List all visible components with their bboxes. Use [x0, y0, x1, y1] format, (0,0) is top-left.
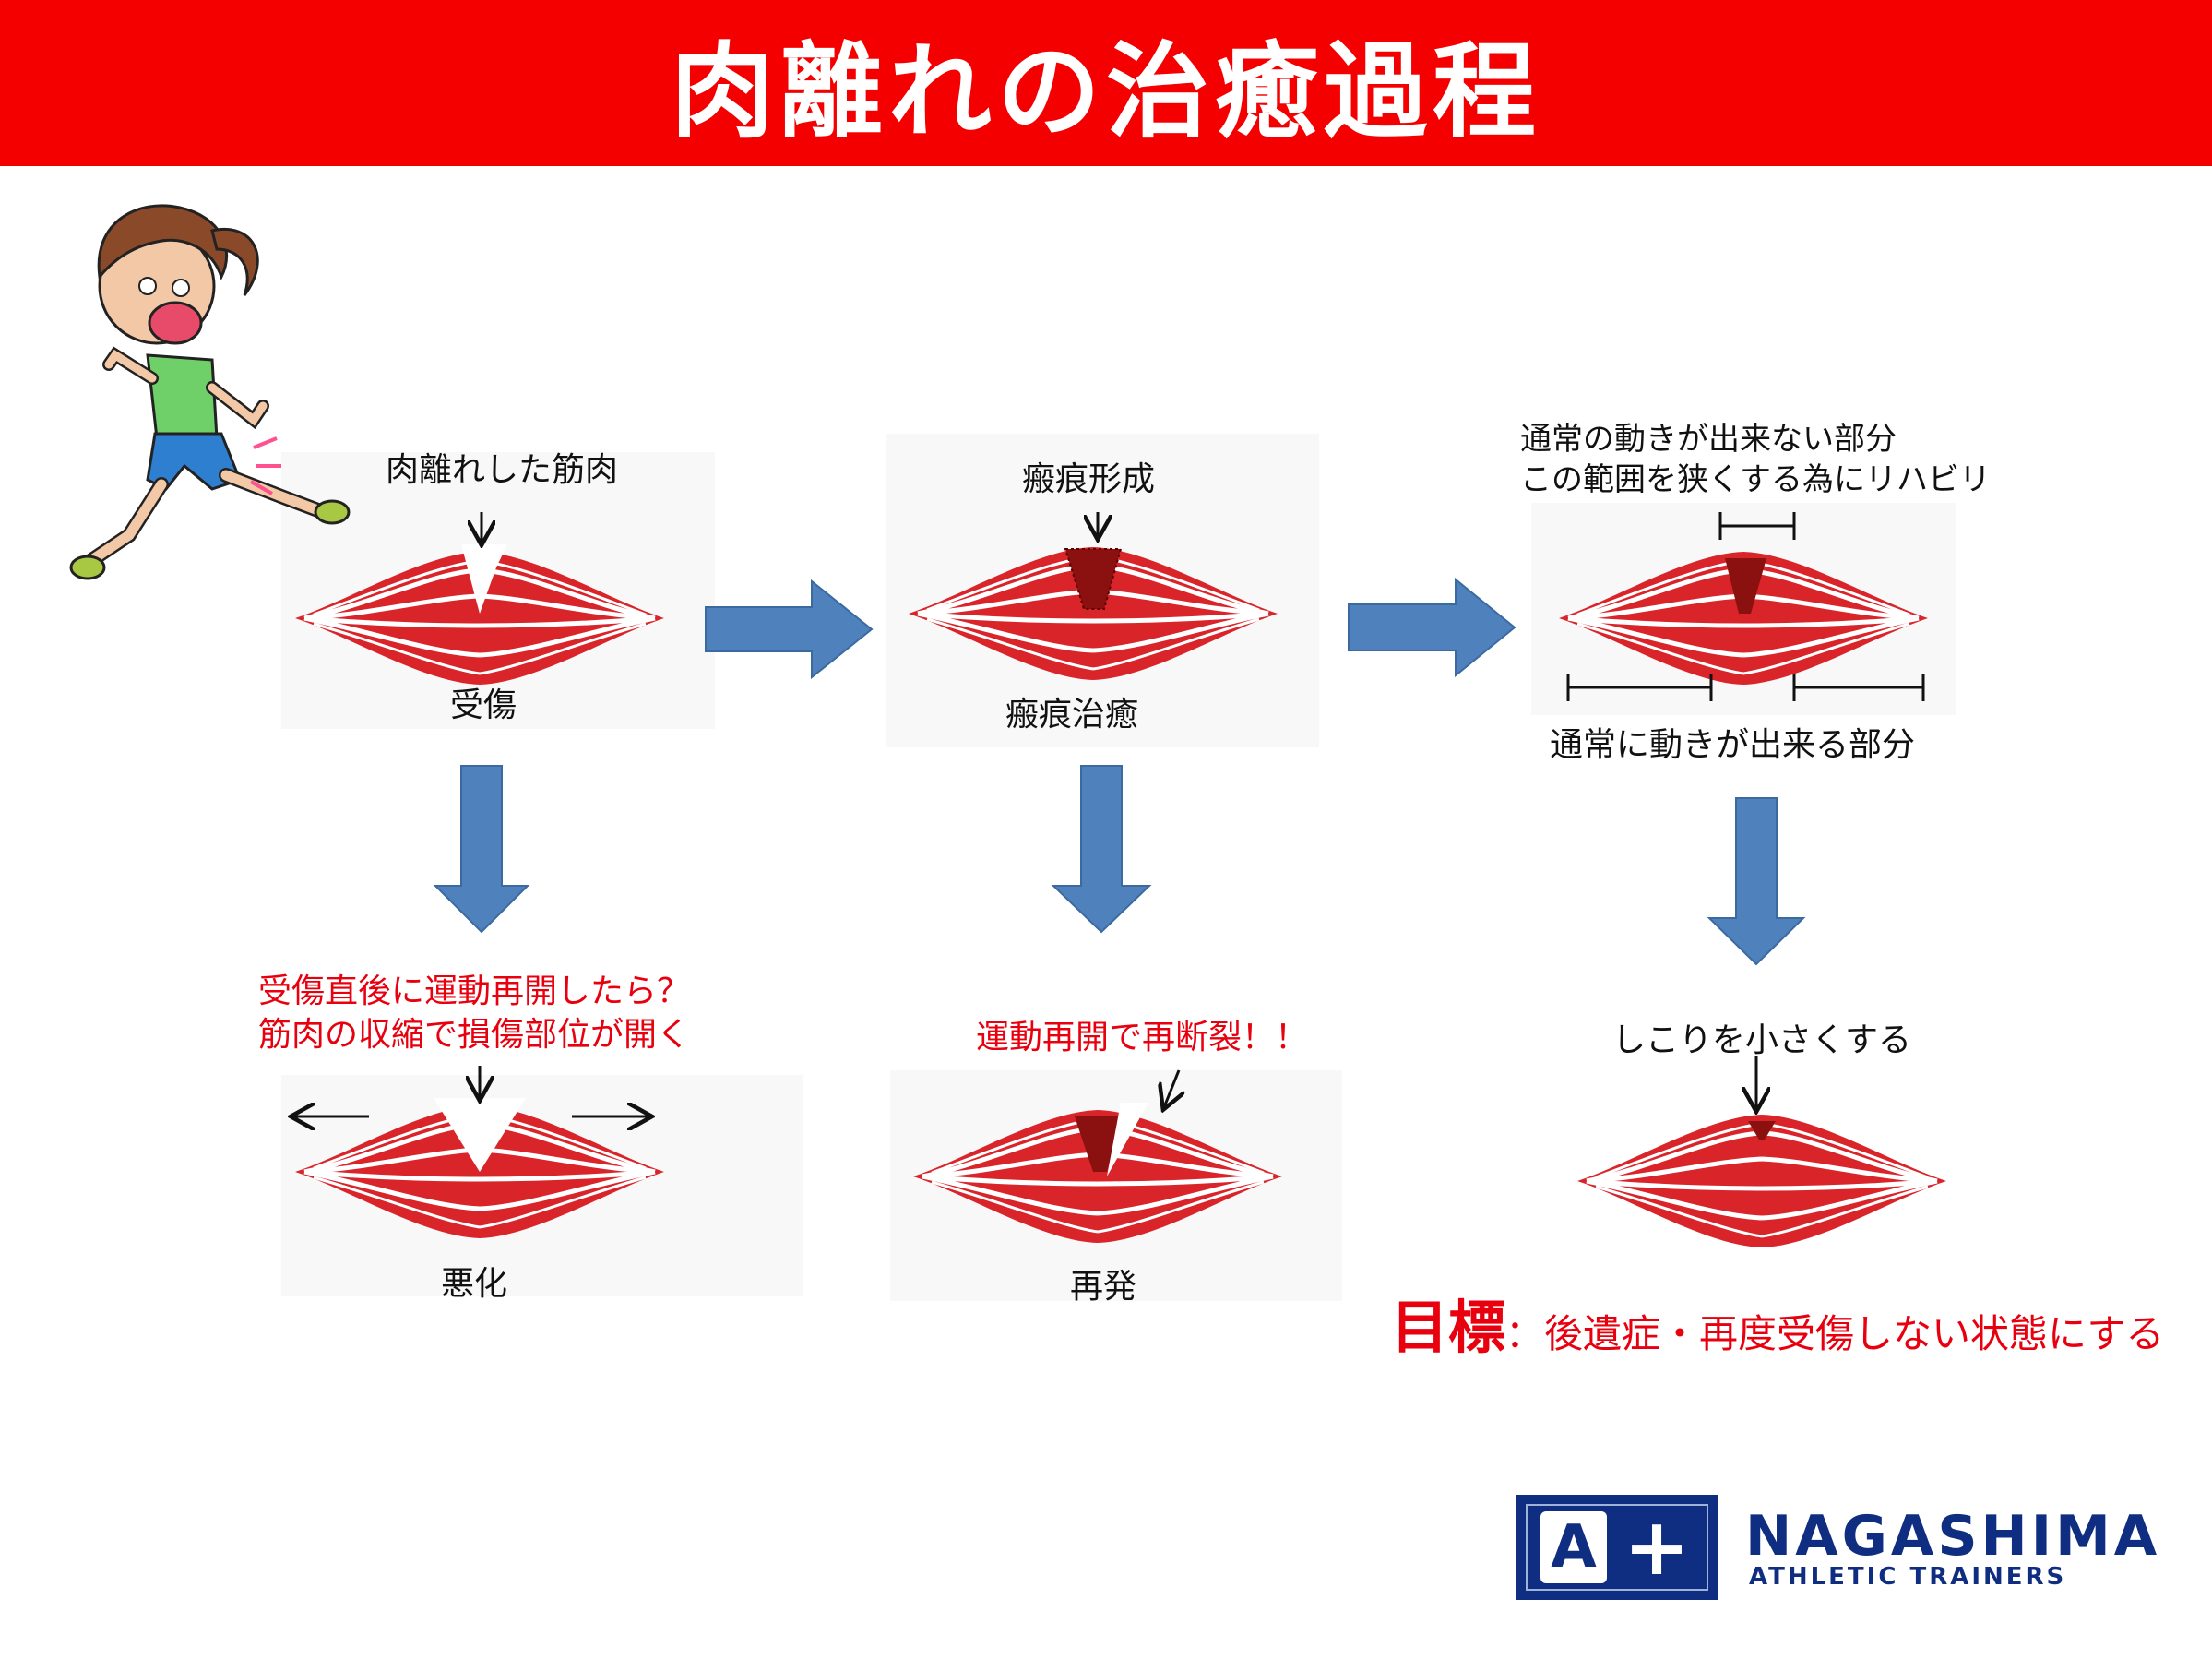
flow-arrow-down-1 — [433, 765, 530, 934]
flow-arrow-down-2 — [1051, 765, 1152, 934]
muscle-rehab — [1559, 552, 1928, 685]
brand-name: NAGASHIMA — [1745, 1504, 2161, 1569]
label-relapse: 再発 — [1070, 1268, 1137, 1306]
label-injured-muscle: 肉離れした筋肉 — [386, 451, 619, 489]
logo-letter-icon: A — [1540, 1511, 1607, 1583]
runner-girl-illustration — [69, 204, 351, 580]
label-scar-healing: 瘢痕治癒 — [1005, 696, 1139, 734]
page-title: 肉離れの治癒過程 — [671, 32, 1541, 152]
label-rehab-purpose: この範囲を狭くする為にリハビリ — [1520, 461, 1991, 498]
goal-text: ：後遺症・再度受傷しない状態にする — [1505, 1311, 2165, 1356]
label-injury: 受傷 — [450, 686, 517, 724]
label-limited-area: 通常の動きが出来ない部分 — [1520, 421, 1897, 458]
warning-wound-opens: 筋肉の収縮で損傷部位が開く — [258, 1016, 691, 1054]
title-banner — [0, 0, 2212, 166]
flow-arrow-right-1 — [705, 579, 874, 680]
logo-plus-icon: + — [1623, 1501, 1691, 1593]
label-worsen: 悪化 — [441, 1265, 508, 1303]
label-shrink-knot: しこりを小さくする — [1612, 1021, 1912, 1059]
brand-logo-mark: A + — [1516, 1495, 1718, 1600]
muscle-relapse — [913, 1103, 1282, 1243]
goal-label: 目標 — [1391, 1294, 1506, 1361]
label-normal-area: 通常に動きが出来る部分 — [1550, 726, 1916, 764]
muscle-injured — [295, 544, 664, 685]
goal-statement: 目標：後遺症・再度受傷しない状態にする — [1391, 1281, 2164, 1364]
warning-rerupture: 運動再開で再断裂！！ — [976, 1019, 1309, 1056]
muscle-scar — [909, 547, 1278, 680]
muscle-worsen — [295, 1098, 664, 1238]
flow-arrow-down-3 — [1707, 797, 1806, 966]
pointer-arrow-relapse — [1164, 1069, 1179, 1107]
warning-resume-early: 受傷直後に運動再開したら？ — [258, 973, 691, 1010]
brand-subtitle: ATHLETIC TRAINERS — [1749, 1563, 2067, 1591]
label-scar-formation: 瘢痕形成 — [1022, 460, 1156, 498]
muscle-small-knot — [1577, 1115, 1946, 1247]
flow-arrow-right-2 — [1348, 577, 1516, 678]
